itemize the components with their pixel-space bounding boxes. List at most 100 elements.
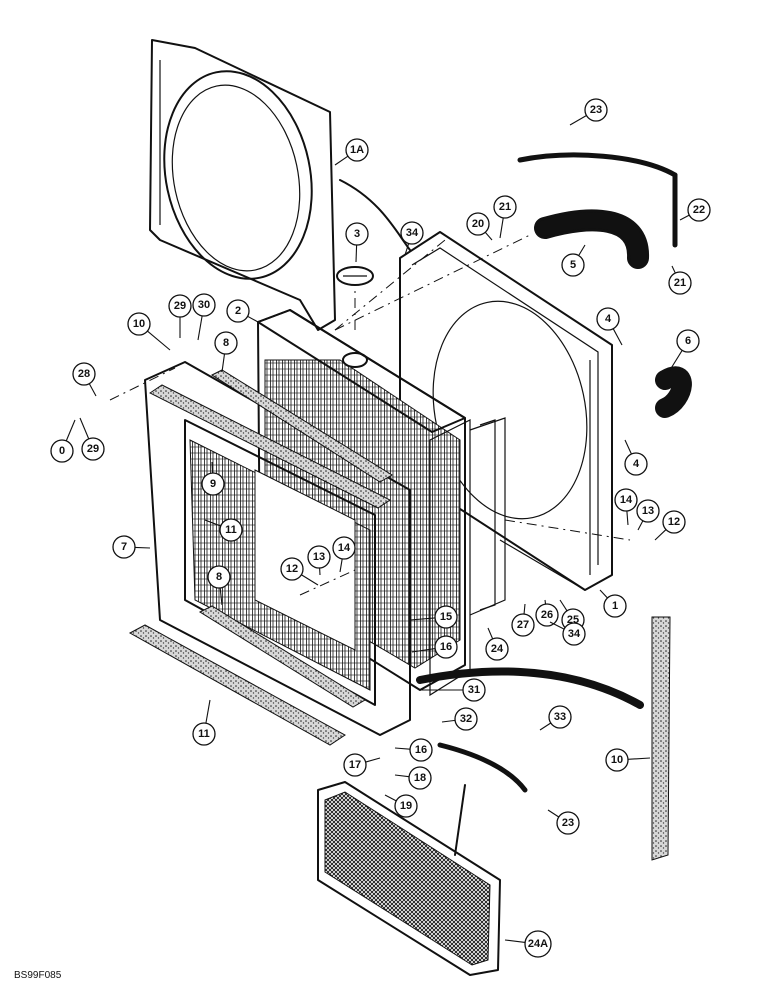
- callout-leader: [411, 648, 436, 653]
- callout-10: 10: [127, 312, 171, 351]
- callout-23: 23: [569, 98, 608, 126]
- callout-leader: [339, 558, 343, 573]
- callout-leader: [88, 383, 97, 397]
- callout-circle: [400, 221, 424, 245]
- callout-leader: [204, 519, 221, 527]
- callout-circle: [462, 678, 486, 702]
- callout-label: 5: [570, 259, 576, 271]
- callout-circle: [493, 195, 517, 219]
- callout-label: 31: [468, 684, 480, 696]
- callout-21: 21: [668, 265, 692, 295]
- callout-circle: [511, 613, 535, 637]
- callout-circle: [596, 307, 620, 331]
- callout-label: 8: [223, 337, 229, 349]
- callout-circle: [280, 557, 304, 581]
- callout-24A: 24A: [504, 930, 552, 958]
- callout-4: 4: [624, 439, 648, 476]
- callout-3: 3: [345, 222, 369, 263]
- callout-circle: [668, 271, 692, 295]
- callout-label: 3: [354, 228, 360, 240]
- callout-label: 15: [440, 611, 452, 623]
- callout-24: 24: [485, 627, 509, 661]
- callout-label: 1A: [350, 144, 364, 156]
- callout-label: 23: [590, 104, 602, 116]
- callout-15: 15: [409, 605, 458, 629]
- callout-22: 22: [679, 198, 711, 222]
- callout-circle: [81, 437, 105, 461]
- callout-circle: [72, 362, 96, 386]
- callout-circle: [207, 565, 231, 589]
- callout-label: 34: [406, 227, 419, 239]
- callout-leader: [365, 757, 381, 763]
- callout-label: 21: [499, 201, 511, 213]
- callout-13: 13: [636, 499, 660, 531]
- callout-circle: [676, 329, 700, 353]
- callout-leader: [409, 617, 436, 621]
- callout-0: 0: [50, 419, 76, 463]
- callout-leader: [547, 809, 560, 818]
- callout-circle: [562, 622, 586, 646]
- callout-circle: [345, 222, 369, 246]
- callout-leader: [221, 353, 226, 373]
- callout-label: 17: [349, 759, 361, 771]
- callout-8: 8: [207, 565, 231, 606]
- callout-leader: [205, 699, 211, 724]
- callout-1A: 1A: [334, 138, 369, 166]
- callout-leader: [487, 627, 494, 640]
- callout-circle: [687, 198, 711, 222]
- callout-leader: [79, 417, 90, 440]
- callout-4: 4: [596, 307, 623, 346]
- callout-label: 13: [313, 551, 325, 563]
- callout-label: 6: [685, 335, 691, 347]
- callout-leader: [65, 419, 76, 442]
- callout-leader: [654, 529, 667, 541]
- callout-label: 29: [174, 300, 186, 312]
- callout-14: 14: [332, 536, 356, 573]
- callout-18: 18: [394, 766, 432, 790]
- callout-circle: [466, 212, 490, 236]
- callout-circle: [614, 488, 638, 512]
- callout-28: 28: [72, 362, 97, 397]
- callout-21: 21: [493, 195, 517, 239]
- callout-circle: [548, 705, 572, 729]
- callout-leader: [671, 265, 676, 274]
- callout-label: 11: [225, 524, 237, 536]
- callout-label: 11: [198, 728, 210, 740]
- callout-circle: [127, 312, 151, 336]
- callout-circle: [192, 722, 216, 746]
- callout-leader: [211, 461, 214, 474]
- hoses: [339, 152, 692, 856]
- callout-12: 12: [654, 510, 686, 541]
- callout-32: 32: [441, 707, 478, 731]
- callout-circle: [485, 637, 509, 661]
- callout-label: 18: [414, 772, 426, 784]
- callout-leader: [404, 243, 410, 256]
- callout-2: 2: [226, 299, 259, 323]
- callout-label: 34: [568, 628, 581, 640]
- callout-circle: [624, 452, 648, 476]
- callout-label: 26: [541, 609, 553, 621]
- callout-label: 14: [338, 542, 351, 554]
- callout-circle: [434, 635, 458, 659]
- callout-circle: [192, 293, 216, 317]
- callout-circle: [219, 518, 243, 542]
- callout-leader: [627, 757, 651, 760]
- callout-label: 21: [674, 277, 686, 289]
- callout-label: 13: [642, 505, 654, 517]
- callout-leader: [499, 217, 504, 239]
- callout-leader: [669, 350, 683, 371]
- callout-label: 28: [78, 368, 90, 380]
- callout-7: 7: [112, 535, 151, 559]
- callout-leader: [134, 546, 151, 549]
- radiator-screen: [317, 781, 501, 976]
- callout-label: 16: [440, 641, 452, 653]
- callout-23: 23: [547, 809, 580, 835]
- callout-leader: [599, 589, 608, 599]
- callout-leader: [559, 599, 568, 612]
- callout-label: 12: [668, 516, 680, 528]
- callout-label: 23: [562, 817, 574, 829]
- callout-label: 27: [517, 619, 529, 631]
- callout-circle: [636, 499, 660, 523]
- callout-5: 5: [561, 244, 586, 277]
